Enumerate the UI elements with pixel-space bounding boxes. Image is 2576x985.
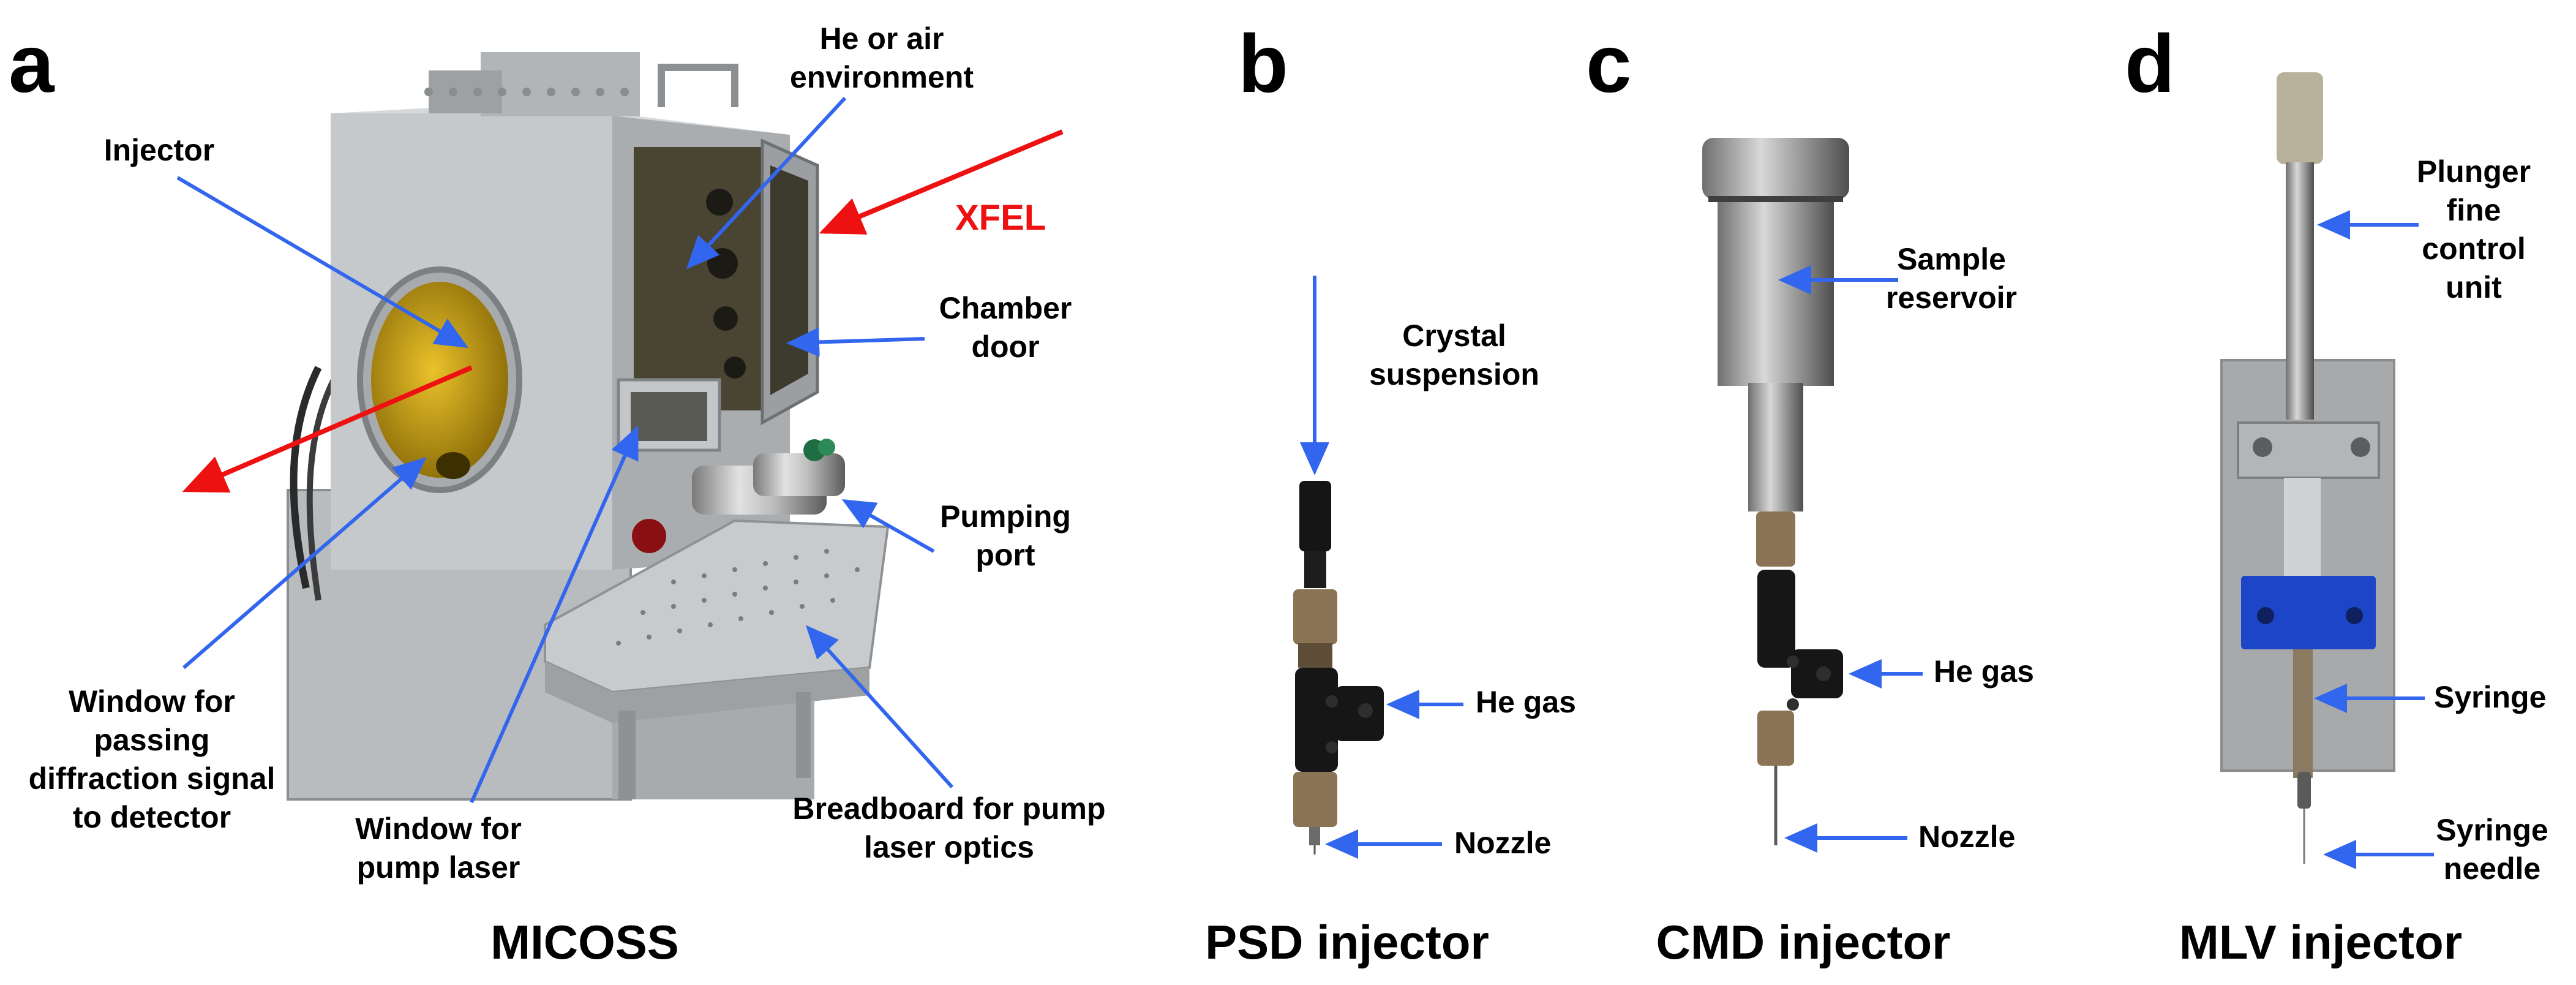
window-detector-label-line4: to detector [73,800,231,834]
psd-injector-photo [1293,481,1384,855]
panel-d-caption: MLV injector [2179,915,2462,969]
breadboard-label-line1: Breadboard for pump [792,791,1105,826]
pumping-port-arrow [841,499,935,553]
window-detector-label-line2: passing [94,723,210,757]
xfel-incoming-arrow [819,129,1064,235]
injector-arrow [176,176,469,349]
crystal-label-line2: suspension [1369,357,1539,391]
plunger-label-line2: fine [2447,193,2501,227]
panel-a-letter: a [9,18,55,110]
breadboard-label-line2: laser optics [864,830,1034,864]
cmd-he-gas-label: He gas [1934,654,2034,689]
he-env-label-line2: environment [790,60,974,94]
panel-d-letter: d [2125,18,2175,110]
syringe-label: Syringe [2434,680,2546,714]
window-pump-label-line1: Window for [355,812,522,846]
reservoir-label-line1: Sample [1897,242,2006,276]
cmd-injector-photo [1702,138,1849,845]
window-pump-label-line2: pump laser [357,850,520,885]
crystal-label-line1: Crystal [1402,319,1506,353]
micoss-chamber-photo [287,52,890,801]
window-pump-arrow [470,425,639,804]
plunger-label-line1: Plunger [2417,154,2531,189]
panel-c-caption: CMD injector [1656,915,1950,969]
chamber-door-label-line1: Chamber [939,291,1072,325]
window-detector-arrow [182,457,427,670]
he-env-arrow [686,96,847,270]
chamber-door-label-line2: door [971,330,1039,364]
plunger-label-line3: control [2422,232,2525,266]
xfel-outgoing-arrow [182,365,473,493]
injector-label: Injector [104,133,215,167]
panel-b: b Crystal suspension He gas Nozzle PSD i… [1205,18,1576,969]
panel-b-letter: b [1238,18,1288,110]
cmd-nozzle-label: Nozzle [1918,820,2015,854]
panel-d: d Plunger fine control unit Syringe Syri… [2125,18,2548,969]
panel-a: a [9,18,1106,969]
needle-label-line2: needle [2444,851,2540,886]
window-detector-label-line1: Window for [69,684,235,719]
pumping-port-label-line1: Pumping [940,499,1071,534]
needle-label-line1: Syringe [2436,813,2548,847]
mlv-injector-photo [2220,72,2395,864]
xfel-label: XFEL [955,198,1046,238]
psd-he-gas-label: He gas [1476,685,1576,719]
reservoir-label-line2: reservoir [1886,281,2017,315]
panel-b-caption: PSD injector [1205,915,1489,969]
chamber-door-arrow [786,327,925,357]
pumping-port-label-line2: port [975,538,1035,572]
breadboard-arrow [805,625,954,789]
he-env-label-line1: He or air [820,21,944,56]
plunger-label-line4: unit [2446,270,2502,304]
panel-a-caption: MICOSS [490,915,679,969]
panel-c: c Sample reservoir He gas Nozzle CMD inj… [1586,18,2034,969]
panel-c-letter: c [1586,18,1632,110]
psd-nozzle-label: Nozzle [1454,826,1551,860]
window-detector-label-line3: diffraction signal [29,761,276,796]
